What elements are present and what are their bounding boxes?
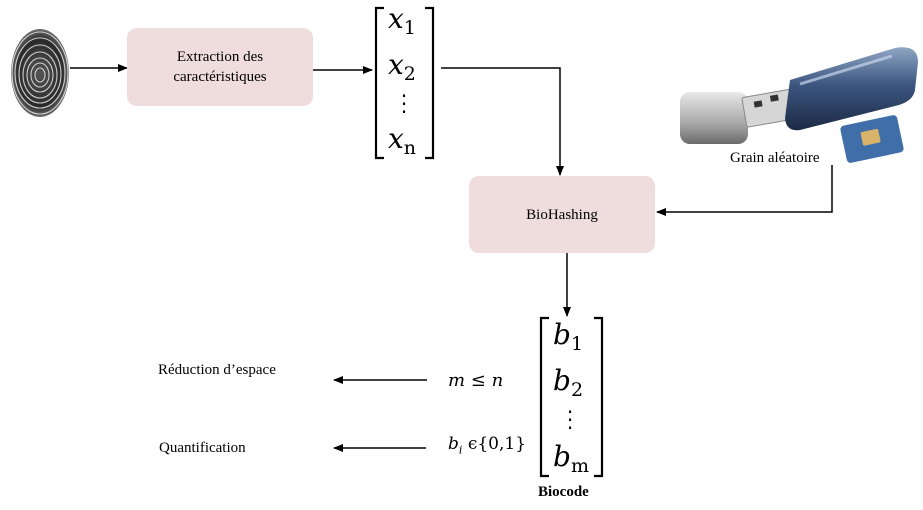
vector-right-bracket (425, 6, 435, 160)
biocode-right-bracket (594, 316, 604, 478)
arrow-vector-to-biohashing (441, 67, 564, 176)
extraction-label-line2: caractéristiques (173, 69, 267, 85)
biocode-ellipsis: ··· (566, 400, 574, 440)
token-label: Grain aléatoire (730, 150, 820, 166)
extraction-label-line1: Extraction des (176, 49, 264, 65)
fingerprint-image (11, 29, 69, 117)
biocode-caption: Biocode (538, 484, 589, 500)
extraction-box: Extraction des caractéristiques (127, 28, 313, 106)
vector-ellipsis: ··· (400, 84, 408, 124)
arrow-token-to-biohashing (656, 165, 833, 216)
biocode-entry-1: b1 (553, 318, 584, 356)
reduction-label: Réduction d’espace (158, 362, 276, 378)
biocode-left-bracket (539, 316, 549, 478)
usb-token-image (680, 47, 918, 163)
vector-entry-1: x1 (388, 2, 416, 40)
vector-entry-2: x2 (388, 48, 416, 86)
vector-entry-n: xn (388, 122, 417, 160)
biocode-entry-m: bm (553, 440, 589, 478)
vector-left-bracket (374, 6, 384, 160)
biohashing-label: BioHashing (526, 206, 598, 223)
quantification-label: Quantification (159, 440, 246, 456)
quantification-condition: bi ϵ{0,1} (448, 434, 527, 457)
biocode-entry-2: b2 (553, 364, 584, 402)
reduction-condition: m ≤ n (448, 370, 504, 391)
biohashing-box: BioHashing (469, 176, 655, 253)
